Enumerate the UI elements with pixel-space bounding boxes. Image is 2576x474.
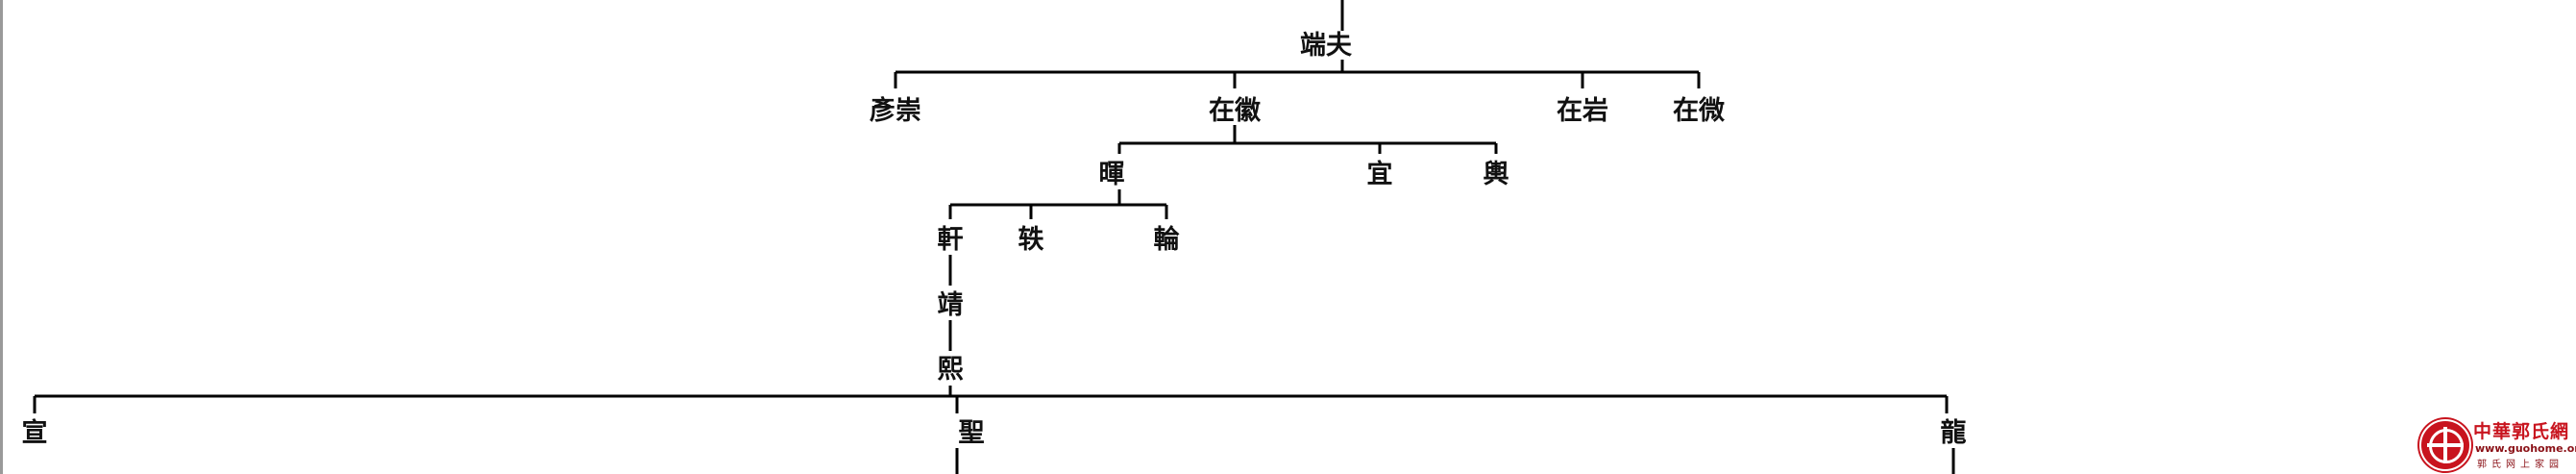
node-gen4: 靖: [938, 290, 964, 320]
node-gen6-1: 宣: [22, 417, 48, 448]
node-gen6-3: 龍: [1941, 417, 1967, 448]
node-gen1-1: 彥崇: [870, 95, 921, 126]
site-logo: 中華郭氏網 www.guohome.org 郭氏网上家园: [2419, 417, 2576, 471]
left-border: [0, 0, 3, 474]
logo-title: 中華郭氏網: [2473, 421, 2570, 442]
node-gen1-3: 在岩: [1557, 96, 1608, 126]
node-gen6-2: 聖: [959, 418, 985, 448]
logo-emblem-icon: [2419, 419, 2471, 471]
node-gen2-1: 暉: [1099, 160, 1125, 189]
node-gen1-4: 在微: [1673, 96, 1725, 126]
logo-url: www.guohome.org: [2475, 442, 2576, 455]
logo-subtitle: 郭氏网上家园: [2477, 460, 2564, 470]
node-gen1-2: 在徽: [1209, 96, 1262, 126]
node-gen2-3: 輿: [1484, 160, 1509, 189]
tree-names: 端夫 彥崇 在徽 在岩 在微 暉 宜 輿 軒 轶 輪 靖 熙 宣 聖 龍: [22, 31, 1967, 448]
tree-connectors: [33, 0, 1955, 474]
node-gen2-2: 宜: [1367, 159, 1393, 189]
node-gen5: 熙: [938, 355, 964, 385]
node-gen3-1: 軒: [938, 225, 964, 255]
node-root: 端夫: [1300, 31, 1353, 61]
node-gen3-2: 轶: [1018, 225, 1044, 255]
node-gen3-3: 輪: [1154, 224, 1181, 255]
